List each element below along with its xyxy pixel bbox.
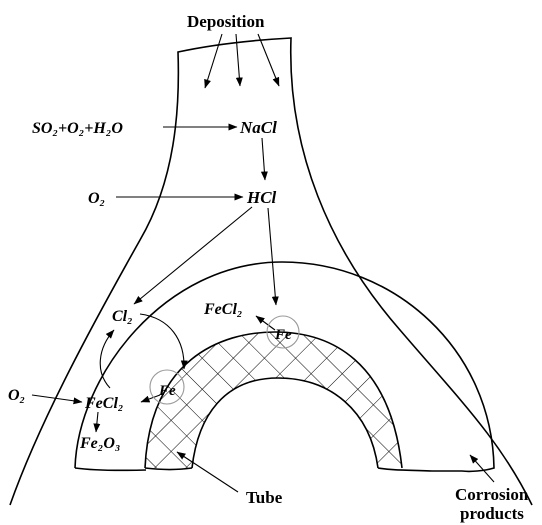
label-tube: Tube (246, 488, 283, 507)
label-cl2: Cl₂ (112, 308, 133, 325)
arrow-o2-to-fecl2 (31, 394, 83, 405)
arrow-fe-to-fecl2 (255, 315, 276, 331)
label-o2-left: O₂ (8, 387, 25, 404)
label-deposition: Deposition (187, 12, 265, 31)
tube-wall (144, 331, 433, 472)
arrow-cl2-to-fe (139, 313, 188, 370)
tube-pointer (176, 451, 239, 493)
label-o2-top: O₂ (88, 190, 105, 207)
corrosion-layer-outline (74, 261, 495, 473)
corrosion-pointer (469, 454, 495, 483)
arrow-fecl2-to-cl2 (99, 329, 115, 389)
arrow-fecl2-to-fe2o3 (93, 411, 101, 433)
deposition-arrow-left (204, 33, 223, 89)
label-hcl: HCl (246, 188, 277, 207)
deposition-arrow-right (257, 33, 280, 87)
arrow-fe-to-fecl2-left (140, 394, 161, 403)
label-fe-inner: Fe (158, 383, 176, 399)
label-fecl2-top: FeCl₂ (203, 301, 242, 318)
arrow-nacl-to-hcl (260, 137, 268, 181)
label-products: products (460, 504, 524, 523)
label-fe-outer: Fe (274, 327, 292, 343)
deposit-outline (9, 37, 533, 506)
label-nacl: NaCl (239, 118, 277, 137)
label-fecl2-left: FeCl₂ (84, 395, 123, 412)
label-fe2o3: Fe₂O₃ (79, 435, 120, 452)
arrow-hcl-to-fe (267, 207, 279, 306)
arrow-hcl-to-cl2 (133, 206, 253, 305)
corrosion-layer-left-base (74, 467, 147, 472)
fe-site-circle-outer (266, 315, 300, 349)
fe-site-circle-inner (149, 369, 185, 405)
label-corrosion: Corrosion (455, 485, 529, 504)
deposition-arrow-middle (235, 33, 243, 87)
label-so2-o2-h2o: SO₂+O₂+H₂O (32, 120, 123, 137)
